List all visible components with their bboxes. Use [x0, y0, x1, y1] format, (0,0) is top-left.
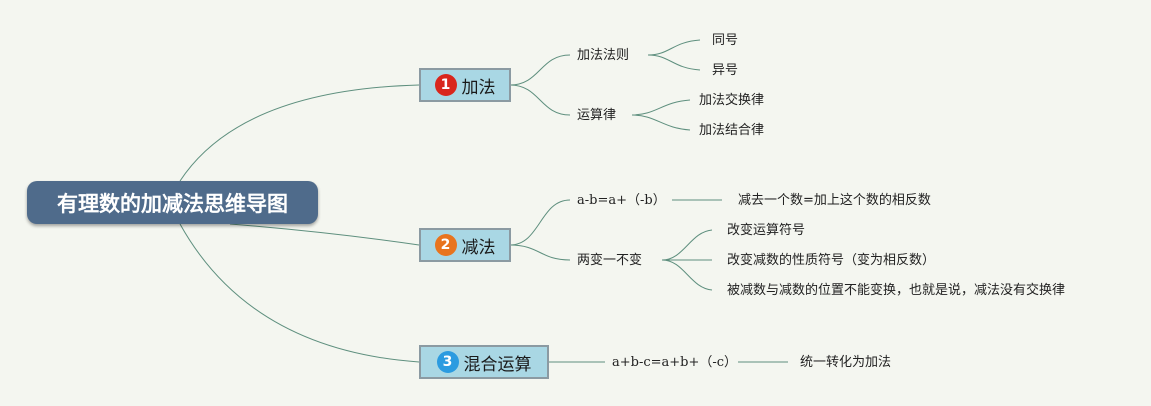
connector-root-branch-1 — [179, 84, 420, 182]
connector-rule-diff — [647, 54, 701, 71]
connector-root-branch-2 — [229, 223, 420, 246]
connector-rule-child-1 — [661, 229, 713, 261]
node-diff-sign[interactable]: 异号 — [712, 63, 739, 78]
node-two-change-one-keep[interactable]: 两变一不变 — [577, 253, 643, 268]
node-laws[interactable]: 运算律 — [577, 108, 617, 123]
topic-mixed-label: 混合运算 — [463, 354, 532, 375]
topic-addition-label: 加法 — [461, 77, 496, 98]
node-commutative[interactable]: 加法交换律 — [699, 93, 765, 108]
topic-subtraction-label: 减法 — [461, 237, 496, 258]
node-change-sign[interactable]: 改变减数的性质符号（变为相反数） — [727, 253, 936, 268]
node-same-sign[interactable]: 同号 — [712, 33, 739, 48]
node-no-commutative[interactable]: 被减数与减数的位置不能变换，也就是说，减法没有交换律 — [727, 283, 1066, 298]
number-badge-1: 1 — [434, 74, 457, 96]
root-topic[interactable]: 有理数的加减法思维导图 — [27, 181, 318, 224]
connector-b1-rule — [509, 54, 571, 86]
node-sub-formula[interactable]: a-b=a+（-b） — [577, 193, 666, 208]
number-badge-2: 2 — [434, 234, 457, 256]
node-sub-meaning[interactable]: 减去一个数=加上这个数的相反数 — [738, 193, 931, 208]
number-badge-3: 3 — [436, 351, 459, 373]
connector-root-branch-3 — [179, 223, 420, 363]
topic-mixed-operations[interactable]: 3 混合运算 — [419, 345, 549, 379]
topic-subtraction[interactable]: 2 减法 — [419, 228, 511, 262]
connector-law-comm — [631, 99, 691, 116]
connector-rule-child-3 — [661, 259, 713, 291]
node-change-operator[interactable]: 改变运算符号 — [727, 223, 806, 238]
connector-b2-rule — [509, 244, 571, 261]
connector-b2-formula — [509, 199, 571, 246]
node-addition-rule[interactable]: 加法法则 — [577, 48, 630, 63]
node-mixed-formula[interactable]: a+b-c=a+b+（-c） — [612, 355, 738, 370]
node-associative[interactable]: 加法结合律 — [699, 123, 765, 138]
connector-law-assoc — [631, 114, 691, 131]
node-convert-to-addition[interactable]: 统一转化为加法 — [800, 355, 892, 370]
connector-rule-same — [647, 39, 701, 56]
topic-addition[interactable]: 1 加法 — [419, 68, 511, 102]
connector-b1-law — [509, 84, 571, 116]
